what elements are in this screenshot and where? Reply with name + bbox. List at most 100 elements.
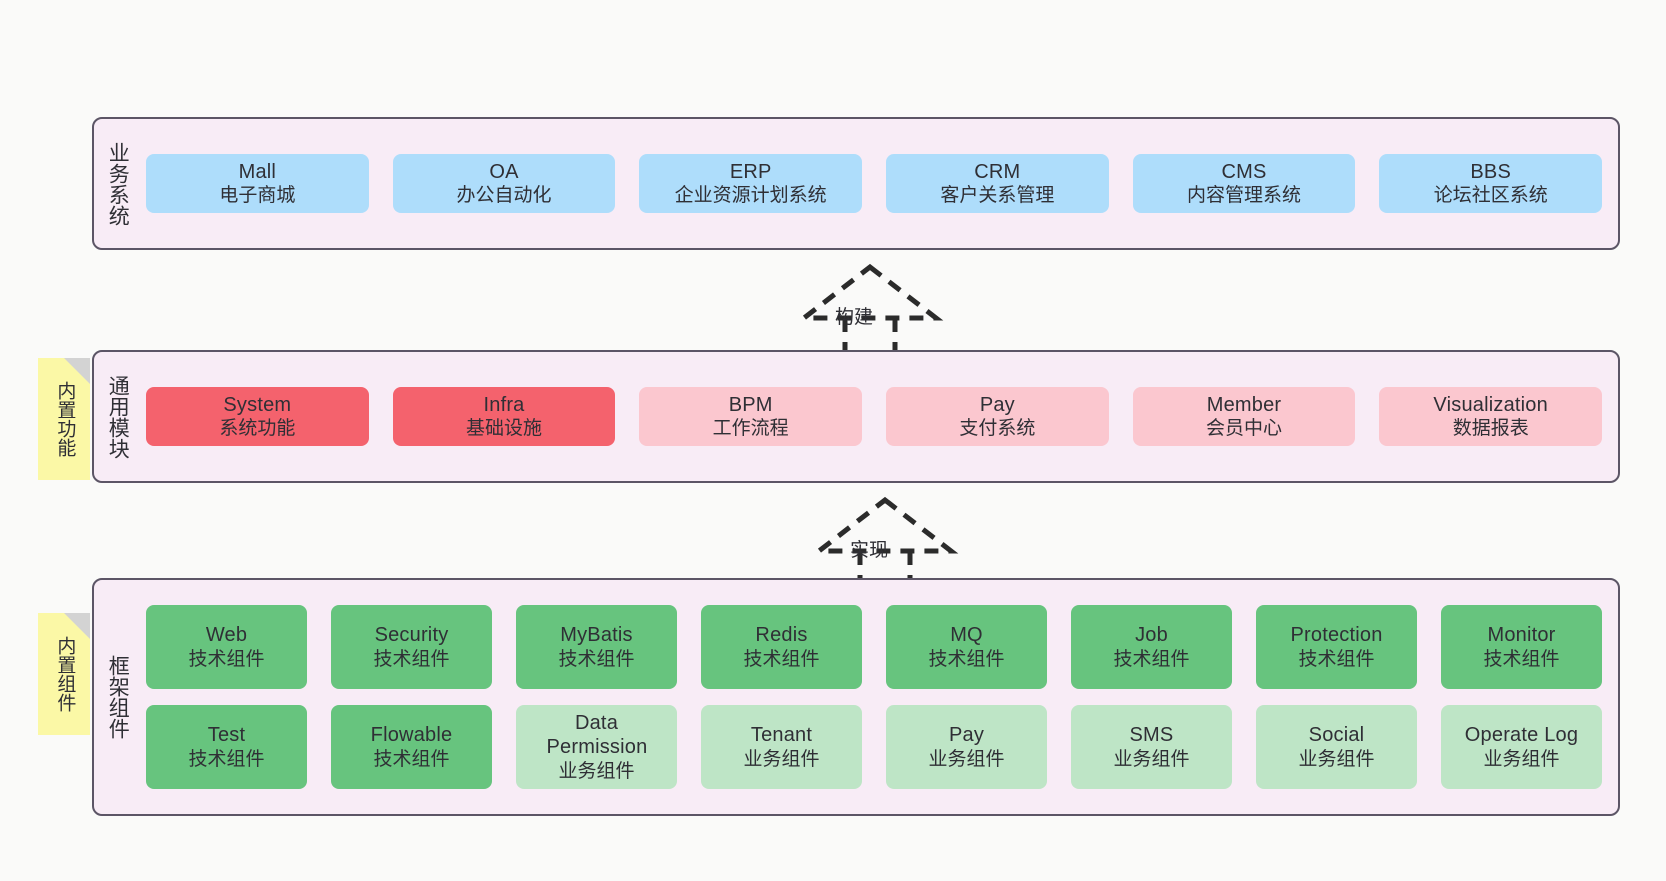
card-title-en: Member [1206, 393, 1282, 416]
connector-label-build: 构建 [835, 307, 874, 328]
card-title-en: Protection [1290, 624, 1383, 647]
card-mq[interactable]: MQ 技术组件 [886, 605, 1047, 689]
card-title-cn: 业务组件 [558, 760, 635, 782]
card-title-en: Redis [755, 624, 808, 647]
card-title-en: CMS [1221, 160, 1267, 183]
card-visualization[interactable]: Visualization 数据报表 [1379, 386, 1603, 447]
card-row: System 系统功能 Infra 基础设施 BPM 工作流程 Pay 支付系统… [146, 386, 1603, 447]
card-test[interactable]: Test 技术组件 [146, 705, 307, 789]
card-title-en: System [223, 393, 292, 416]
connector-implement: 实现 [805, 495, 965, 583]
card-oa[interactable]: OA 办公自动化 [392, 153, 616, 214]
card-title-en: CRM [974, 160, 1021, 183]
card-tenant[interactable]: Tenant 业务组件 [701, 705, 862, 789]
card-mybatis[interactable]: MyBatis 技术组件 [516, 605, 677, 689]
card-title-cn: 技术组件 [1113, 648, 1190, 670]
card-title-en: MyBatis [560, 624, 633, 647]
layer-title-business-systems: 业务系统 [106, 141, 130, 226]
card-title-en: Pay [979, 393, 1015, 416]
note-builtin-components: 内置组件 [38, 613, 90, 735]
card-title-en: OA [489, 160, 519, 183]
card-flowable[interactable]: Flowable 技术组件 [331, 705, 492, 789]
card-title-en: SMS [1129, 724, 1174, 747]
card-operate-log[interactable]: Operate Log 业务组件 [1441, 705, 1602, 789]
card-pay-module[interactable]: Pay 支付系统 [886, 386, 1109, 447]
connector-label-implement: 实现 [850, 540, 889, 561]
card-job[interactable]: Job 技术组件 [1071, 605, 1232, 689]
card-title-cn: 技术组件 [373, 748, 450, 770]
layer-title-framework-components: 框架组件 [106, 655, 130, 739]
card-title-cn: 系统功能 [219, 418, 296, 440]
note-builtin-features: 内置功能 [38, 358, 90, 480]
layer-body-framework-components: Web 技术组件 Security 技术组件 MyBatis 技术组件 Redi… [140, 580, 1618, 814]
card-system[interactable]: System 系统功能 [146, 386, 369, 447]
layer-body-business-systems: Mall 电子商城 OA 办公自动化 ERP 企业资源计划系统 CRM 客户关系… [140, 119, 1618, 248]
layer-body-common-modules: System 系统功能 Infra 基础设施 BPM 工作流程 Pay 支付系统… [140, 352, 1618, 481]
card-title-cn: 技术组件 [188, 648, 265, 670]
card-title-cn: 技术组件 [928, 648, 1005, 670]
note-label: 内置功能 [54, 381, 76, 457]
card-erp[interactable]: ERP 企业资源计划系统 [639, 153, 863, 214]
card-data-permission[interactable]: Data Permission 业务组件 [516, 705, 677, 789]
card-crm[interactable]: CRM 客户关系管理 [886, 153, 1109, 214]
card-title-cn: 内容管理系统 [1187, 185, 1302, 207]
card-title-cn: 支付系统 [959, 418, 1036, 440]
card-redis[interactable]: Redis 技术组件 [701, 605, 862, 689]
card-web[interactable]: Web 技术组件 [146, 605, 307, 689]
card-title-en: Flowable [370, 724, 453, 747]
card-title-cn: 业务组件 [743, 748, 820, 770]
layer-business-systems: 业务系统 Mall 电子商城 OA 办公自动化 ERP 企业资源计划系统 CRM… [92, 117, 1620, 250]
card-title-en: Test [207, 724, 246, 747]
card-title-en: Visualization [1433, 393, 1548, 416]
card-bpm[interactable]: BPM 工作流程 [639, 386, 863, 447]
card-title-en: Web [205, 624, 248, 647]
card-title-cn: 会员中心 [1206, 418, 1283, 440]
card-title-cn: 业务组件 [1298, 748, 1375, 770]
card-title-en: Monitor [1487, 624, 1556, 647]
card-title-en: Tenant [750, 724, 813, 747]
card-title-en: Social [1308, 724, 1365, 747]
layer-common-modules: 通用模块 System 系统功能 Infra 基础设施 BPM 工作流程 Pay… [92, 350, 1620, 483]
card-mall[interactable]: Mall 电子商城 [146, 153, 369, 214]
card-security[interactable]: Security 技术组件 [331, 605, 492, 689]
card-title-en: ERP [729, 160, 772, 183]
card-title-en: BPM [728, 393, 773, 416]
connector-build: 构建 [790, 262, 950, 350]
card-title-cn: 业务组件 [1113, 748, 1190, 770]
card-title-cn: 技术组件 [558, 648, 635, 670]
card-pay-component[interactable]: Pay 业务组件 [886, 705, 1047, 789]
card-title-cn: 技术组件 [1298, 648, 1375, 670]
card-title-cn: 工作流程 [712, 418, 789, 440]
card-title-cn: 企业资源计划系统 [674, 185, 827, 207]
note-label: 内置组件 [54, 636, 76, 712]
card-title-en: Infra [483, 393, 525, 416]
card-title-en: Pay [948, 724, 985, 747]
generalization-arrow-icon [811, 496, 959, 583]
card-title-en: BBS [1470, 160, 1511, 183]
card-infra[interactable]: Infra 基础设施 [392, 386, 616, 447]
card-title-cn: 技术组件 [188, 748, 265, 770]
card-cms[interactable]: CMS 内容管理系统 [1132, 153, 1356, 214]
card-title-cn: 业务组件 [928, 748, 1005, 770]
card-row: Web 技术组件 Security 技术组件 MyBatis 技术组件 Redi… [146, 605, 1602, 689]
card-title-en: Mall [238, 160, 277, 183]
card-title-cn: 技术组件 [373, 648, 450, 670]
generalization-arrow-icon [796, 263, 944, 350]
card-bbs[interactable]: BBS 论坛社区系统 [1379, 153, 1603, 214]
card-social[interactable]: Social 业务组件 [1256, 705, 1417, 789]
card-monitor[interactable]: Monitor 技术组件 [1441, 605, 1602, 689]
card-title-cn: 电子商城 [219, 185, 296, 207]
card-row: Mall 电子商城 OA 办公自动化 ERP 企业资源计划系统 CRM 客户关系… [146, 153, 1603, 214]
layer-framework-components: 框架组件 Web 技术组件 Security 技术组件 MyBatis 技术组件… [92, 578, 1620, 816]
card-title-cn: 客户关系管理 [940, 185, 1055, 207]
card-title-cn: 数据报表 [1452, 418, 1529, 440]
card-title-en: Data Permission [546, 712, 648, 759]
card-protection[interactable]: Protection 技术组件 [1256, 605, 1417, 689]
card-member[interactable]: Member 会员中心 [1132, 386, 1356, 447]
note-fold-corner-icon [64, 358, 90, 384]
card-sms[interactable]: SMS 业务组件 [1071, 705, 1232, 789]
card-row: Test 技术组件 Flowable 技术组件 Data Permission … [146, 705, 1602, 789]
note-fold-corner-icon [64, 613, 90, 639]
card-title-cn: 论坛社区系统 [1433, 185, 1548, 207]
